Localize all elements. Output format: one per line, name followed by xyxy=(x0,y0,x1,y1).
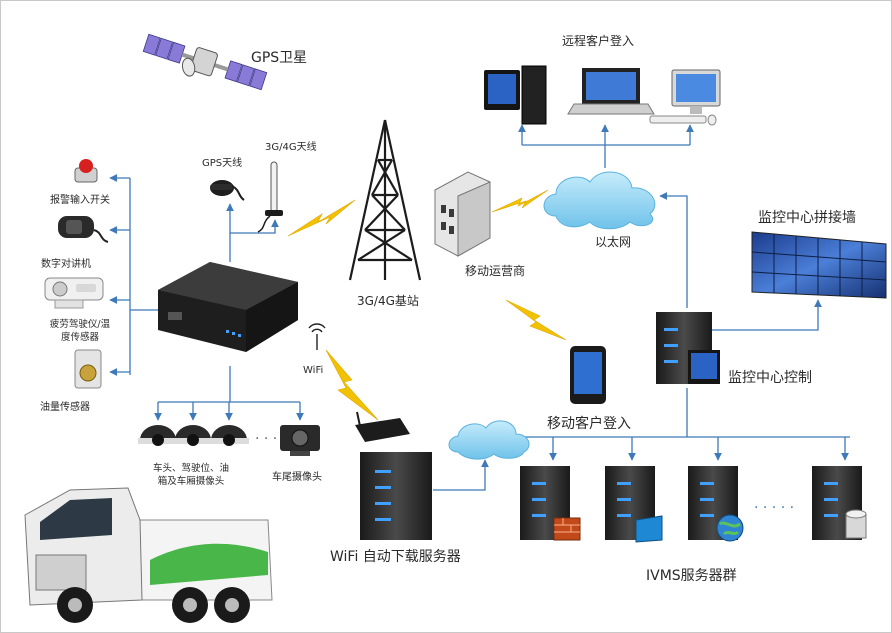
mobile-operator-label: 移动运营商 xyxy=(465,264,526,278)
intercom-icon xyxy=(58,216,109,243)
fatigue-sensor-icon xyxy=(44,277,104,309)
wifi-label: WiFi xyxy=(303,365,324,376)
fatigue-sensor-label: 疲劳驾驶仪/温 度传感器 xyxy=(38,318,122,344)
ivms-server-database-icon xyxy=(812,466,867,540)
ivms-server-video-icon xyxy=(605,466,663,543)
oil-sensor-label: 油量传感器 xyxy=(40,402,90,413)
dump-truck-image xyxy=(24,487,273,623)
wifi-signal-icon xyxy=(308,323,326,350)
wifi-server-to-cloud xyxy=(433,459,489,491)
ivms-server-globe-icon xyxy=(688,466,744,542)
wifi-server-icon xyxy=(360,452,432,540)
gps-antenna-label: GPS天线 xyxy=(202,158,243,169)
control-to-wall xyxy=(687,299,822,331)
mobile-login-label: 移动客户登入 xyxy=(547,416,631,432)
dvr-to-3g-antenna xyxy=(229,219,279,262)
cameras-label-line1: 车头、驾驶位、油 xyxy=(152,463,229,474)
cameras-label: 车头、驾驶位、油 箱及车厢摄像头 xyxy=(137,462,245,488)
dome-camera-icon xyxy=(138,425,178,446)
gps-satellite-icon xyxy=(142,33,268,91)
fatigue-sensor-label-line1: 疲劳驾驶仪/温 xyxy=(49,319,111,330)
mobile-phone-icon xyxy=(570,346,606,404)
operator-building-icon xyxy=(434,171,491,257)
ivms-cluster-label: IVMS服务器群 xyxy=(646,568,737,584)
remote-login-label: 远程客户登入 xyxy=(562,34,635,48)
ivms-server-firewall-icon xyxy=(520,466,581,541)
cell-tower-icon xyxy=(348,119,422,281)
gps-antenna-icon xyxy=(210,180,245,201)
oil-sensor-icon xyxy=(74,349,102,389)
desktop-computer-icon xyxy=(484,65,547,125)
gps-satellite-label: GPS卫星 xyxy=(251,50,308,66)
dome-camera-icon xyxy=(173,425,213,446)
monitor-control-label: 监控中心控制 xyxy=(728,370,812,386)
control-monitor-icon xyxy=(688,350,720,384)
lightning-mobile-client xyxy=(505,299,567,341)
laptop-icon xyxy=(567,68,655,115)
base-station-label: 3G/4G基站 xyxy=(357,294,419,308)
video-wall-icon xyxy=(751,231,887,299)
ethernet-cloud-icon xyxy=(543,171,656,230)
mobile-dvr-icon xyxy=(158,262,298,352)
intercom-label: 数字对讲机 xyxy=(41,259,91,270)
wireless-links xyxy=(287,189,567,421)
camera-ellipsis: · · · xyxy=(255,431,277,447)
rear-camera-icon xyxy=(280,425,320,456)
wifi-router-icon xyxy=(355,411,410,442)
lightning-wifi xyxy=(325,349,379,421)
fatigue-sensor-label-line2: 度传感器 xyxy=(60,332,99,343)
dome-camera-icon xyxy=(209,425,249,446)
wifi-server-label: WiFi 自动下载服务器 xyxy=(330,549,461,565)
ethernet-label: 以太网 xyxy=(595,235,632,249)
monitor-computer-icon xyxy=(649,69,721,126)
3g-antenna-label: 3G/4G天线 xyxy=(265,142,317,153)
lightning-operator-ethernet xyxy=(491,189,549,213)
video-wall-label: 监控中心拼接墙 xyxy=(758,210,856,226)
lightning-3g-antenna xyxy=(287,199,356,237)
rear-camera-label: 车尾摄像头 xyxy=(272,472,322,483)
server-ellipsis: · · · · · xyxy=(754,500,794,516)
control-to-ethernet xyxy=(659,192,688,308)
alarm-switch-icon xyxy=(74,159,98,183)
alarm-switch-label: 报警输入开关 xyxy=(50,195,110,206)
3g-antenna-icon xyxy=(257,161,283,233)
network-cloud-icon xyxy=(448,420,530,460)
connector-lines xyxy=(109,124,850,491)
cameras-label-line2: 箱及车厢摄像头 xyxy=(157,476,225,487)
